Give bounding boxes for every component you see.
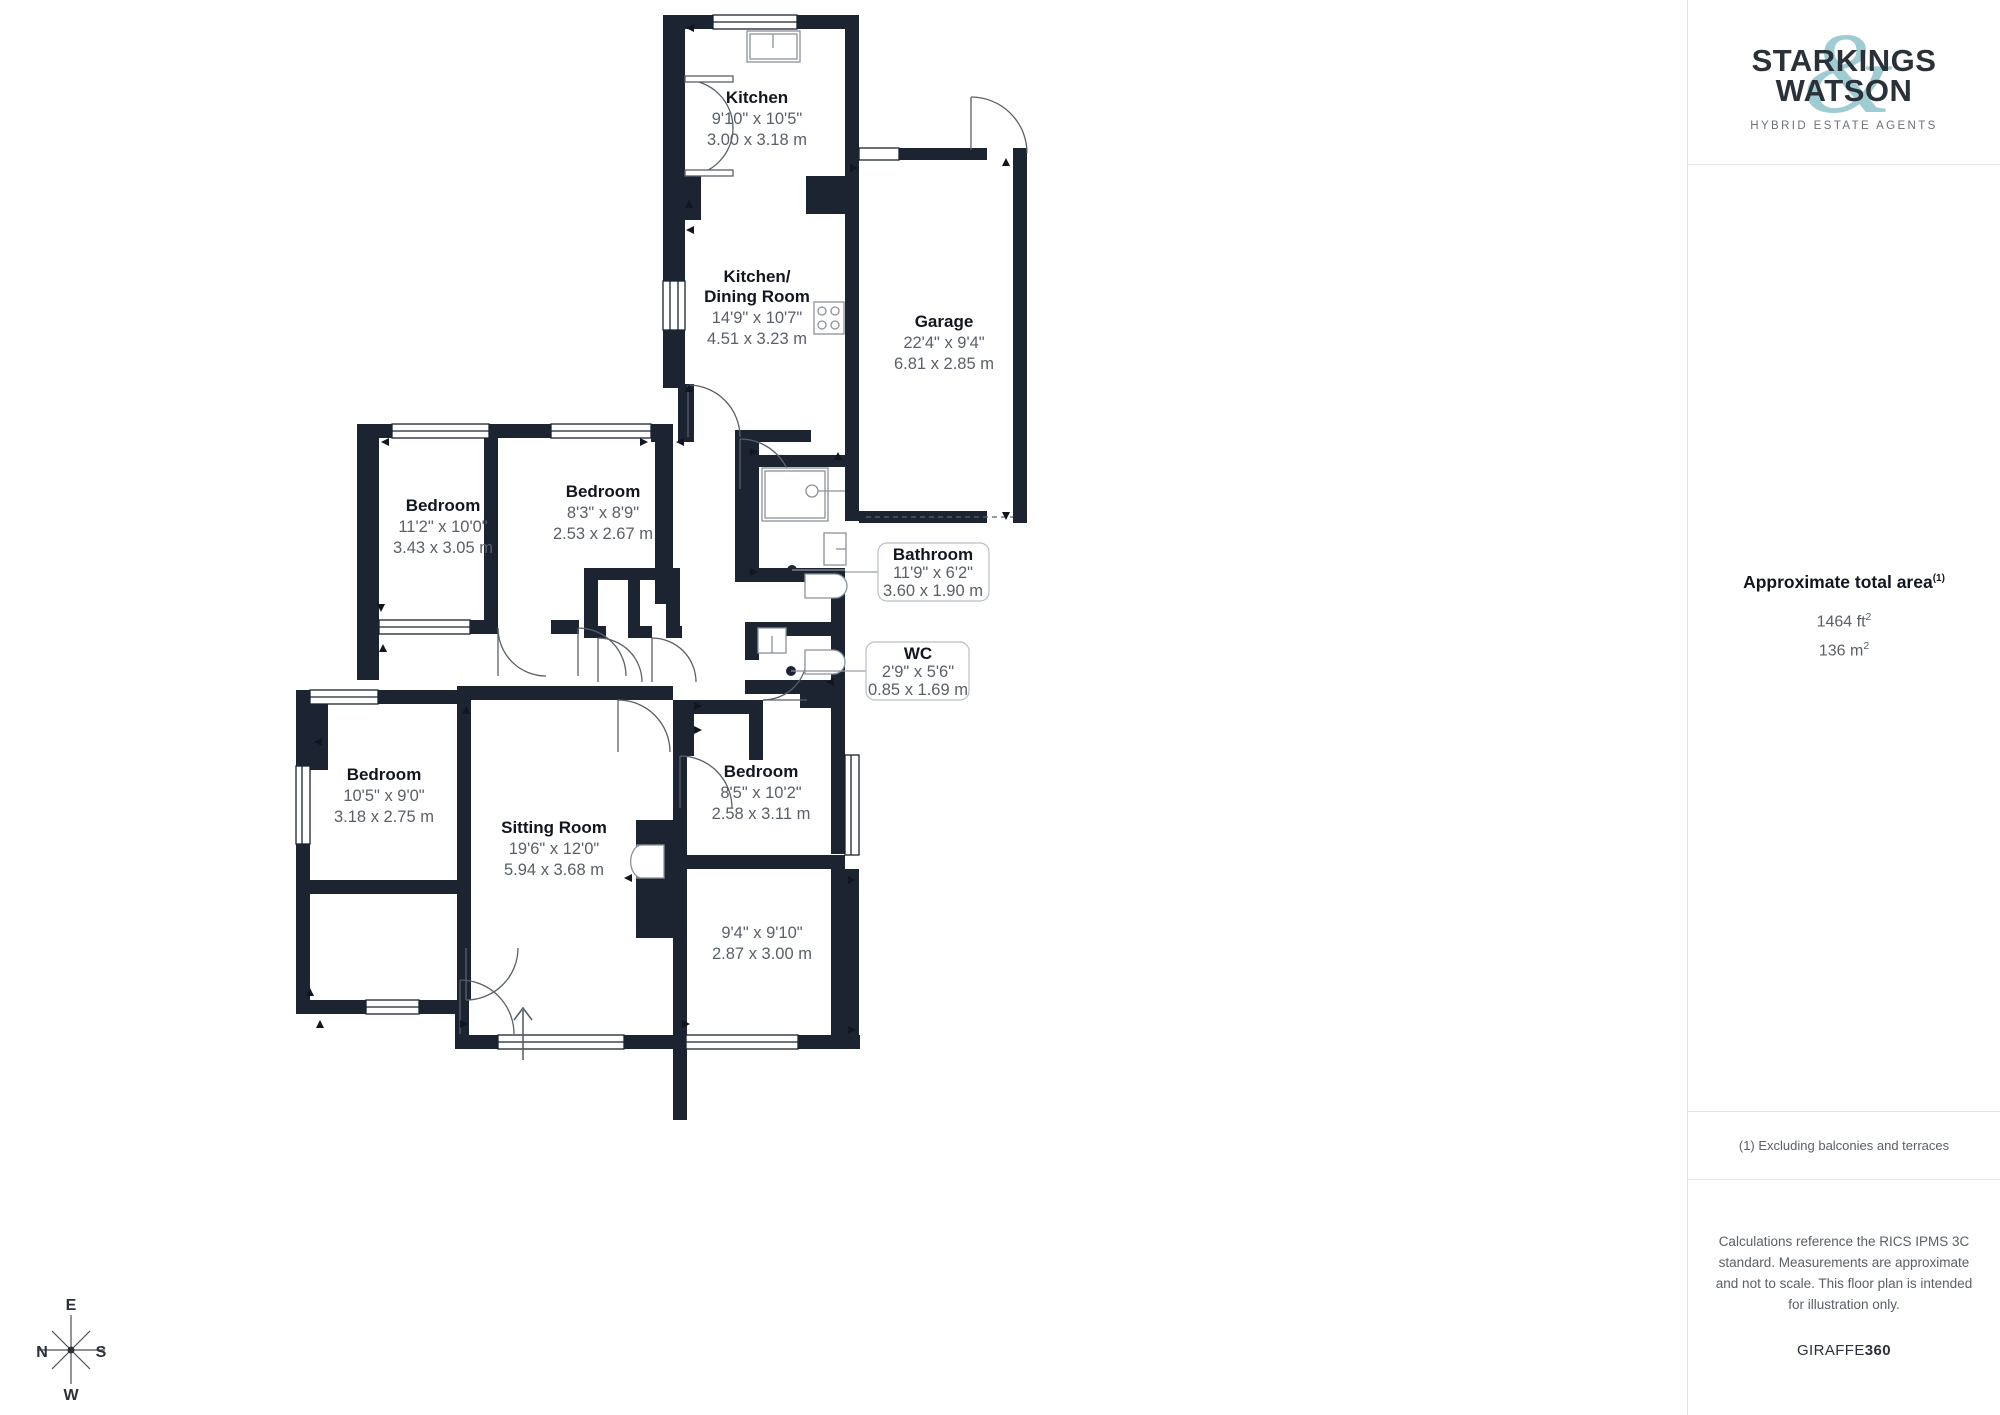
room-metric: 2.53 x 2.67 m bbox=[553, 525, 653, 543]
info-sidebar: & STARKINGS WATSON HYBRID ESTATE AGENTS … bbox=[1687, 0, 2000, 1415]
area-sqm: 136 m2 bbox=[1819, 640, 1869, 660]
room-labels: Kitchen 9'10" x 10'5" 3.00 x 3.18 m Kitc… bbox=[334, 88, 994, 963]
room-metric: 3.00 x 3.18 m bbox=[707, 131, 807, 149]
provider-prefix: GIRAFFE bbox=[1796, 1341, 1865, 1359]
room-metric: 3.18 x 2.75 m bbox=[334, 808, 434, 826]
dimension-ticks bbox=[306, 24, 1010, 1034]
room-imperial: 10'5" x 9'0" bbox=[343, 787, 424, 805]
room-name-line2: Dining Room bbox=[704, 287, 810, 306]
area-sqft: 1464 ft2 bbox=[1817, 611, 1872, 631]
room-metric: 2.87 x 3.00 m bbox=[712, 945, 812, 963]
area-title-note: (1) bbox=[1932, 573, 1945, 585]
room-label-bedroom-3: Bedroom 10'5" x 9'0" 3.18 x 2.75 m bbox=[334, 765, 434, 826]
room-label-garage: Garage 22'4" x 9'4" 6.81 x 2.85 m bbox=[894, 312, 994, 373]
room-metric: 5.94 x 3.68 m bbox=[504, 861, 604, 879]
room-metric: 6.81 x 2.85 m bbox=[894, 355, 994, 373]
callout-name: Bathroom bbox=[893, 545, 973, 564]
total-area-block: Approximate total area(1) 1464 ft2 136 m… bbox=[1688, 165, 2000, 1112]
room-imperial: 8'3" x 8'9" bbox=[567, 504, 639, 522]
footnote-block: (1) Excluding balconies and terraces bbox=[1688, 1112, 2000, 1180]
area-sqm-sup: 2 bbox=[1863, 639, 1870, 652]
compass-right: S bbox=[96, 1344, 107, 1361]
room-name: Bedroom bbox=[406, 496, 481, 515]
windows bbox=[295, 14, 900, 1050]
room-metric: 3.43 x 3.05 m bbox=[393, 539, 493, 557]
fixtures bbox=[630, 30, 1013, 879]
room-imperial: 8'5" x 10'2" bbox=[720, 784, 801, 802]
callout-box bbox=[877, 542, 990, 602]
compass-top: E bbox=[66, 1297, 77, 1314]
room-metric: 4.51 x 3.23 m bbox=[707, 330, 807, 348]
room-label-bedroom-2: Bedroom 8'3" x 8'9" 2.53 x 2.67 m bbox=[553, 482, 653, 543]
brand-tagline: HYBRID ESTATE AGENTS bbox=[1750, 120, 1938, 133]
floor-plan-drawing: Kitchen 9'10" x 10'5" 3.00 x 3.18 m Kitc… bbox=[36, 14, 1028, 1404]
brand-block: & STARKINGS WATSON HYBRID ESTATE AGENTS bbox=[1688, 0, 2000, 165]
room-label-kitchen-dining: Kitchen/ Dining Room 14'9" x 10'7" 4.51 … bbox=[704, 267, 810, 348]
room-name: Sitting Room bbox=[501, 818, 607, 837]
doors bbox=[459, 75, 1028, 1035]
legal-block: Calculations reference the RICS IPMS 3C … bbox=[1688, 1180, 2000, 1415]
room-label-bedroom-4: Bedroom 8'5" x 10'2" 2.58 x 3.11 m bbox=[712, 762, 811, 823]
room-name: Kitchen bbox=[726, 88, 788, 107]
room-imperial: 14'9" x 10'7" bbox=[712, 309, 803, 327]
room-imperial: 9'10" x 10'5" bbox=[712, 110, 803, 128]
area-title: Approximate total area(1) bbox=[1743, 572, 1945, 593]
compass-bottom: W bbox=[63, 1387, 79, 1404]
callout-bathroom: Bathroom 11'9" x 6'2" 3.60 x 1.90 m bbox=[845, 542, 990, 602]
room-imperial: 11'2" x 10'0" bbox=[398, 518, 487, 536]
room-metric: 2.58 x 3.11 m bbox=[712, 805, 811, 823]
room-label-unnamed-room: 9'4" x 9'10" 2.87 x 3.00 m bbox=[712, 924, 812, 963]
room-imperial: 9'4" x 9'10" bbox=[721, 924, 802, 942]
legal-text: Calculations reference the RICS IPMS 3C … bbox=[1715, 1234, 1973, 1312]
area-sqm-value: 136 m bbox=[1818, 641, 1864, 659]
callout-metric: 0.85 x 1.69 m bbox=[868, 681, 968, 699]
ampersand-icon: & bbox=[1802, 10, 1893, 138]
walls bbox=[296, 15, 1027, 1120]
compass-left: N bbox=[36, 1344, 48, 1361]
footnote-text: (1) Excluding balconies and terraces bbox=[1738, 1138, 1950, 1153]
callout-wc: WC 2'9" x 5'6" 0.85 x 1.69 m bbox=[840, 641, 970, 701]
room-name: Bedroom bbox=[347, 765, 422, 784]
callout-labels: Bathroom 11'9" x 6'2" 3.60 x 1.90 m WC 2… bbox=[840, 542, 990, 701]
callout-name: WC bbox=[904, 644, 932, 663]
entrance-arrow bbox=[513, 1006, 533, 1060]
room-imperial: 22'4" x 9'4" bbox=[903, 334, 984, 352]
room-name: Garage bbox=[915, 312, 974, 331]
room-name-line1: Kitchen/ bbox=[723, 267, 790, 286]
area-sqft-sup: 2 bbox=[1865, 611, 1872, 624]
room-label-kitchen: Kitchen 9'10" x 10'5" 3.00 x 3.18 m bbox=[707, 88, 807, 149]
room-name: Bedroom bbox=[566, 482, 641, 501]
callout-imperial: 11'9" x 6'2" bbox=[893, 564, 973, 582]
room-label-sitting-room: Sitting Room 19'6" x 12'0" 5.94 x 3.68 m bbox=[501, 818, 607, 879]
callout-metric: 3.60 x 1.90 m bbox=[883, 582, 983, 600]
brand-line-2: WATSON bbox=[1775, 73, 1913, 108]
room-imperial: 19'6" x 12'0" bbox=[509, 840, 600, 858]
provider-suffix: 360 bbox=[1864, 1341, 1892, 1359]
brand-line-1: STARKINGS bbox=[1751, 42, 1937, 78]
callout-box bbox=[865, 641, 970, 701]
room-name: Bedroom bbox=[724, 762, 799, 781]
agency-logo: & STARKINGS WATSON HYBRID ESTATE AGENTS bbox=[1729, 16, 1959, 142]
area-title-text: Approximate total area bbox=[1743, 572, 1933, 593]
area-sqft-value: 1464 ft bbox=[1816, 613, 1866, 631]
room-label-bedroom-1: Bedroom 11'2" x 10'0" 3.43 x 3.05 m bbox=[393, 496, 493, 557]
provider-logo: GIRAFFE360 bbox=[1797, 1342, 1891, 1359]
floor-plan-canvas: Kitchen 9'10" x 10'5" 3.00 x 3.18 m Kitc… bbox=[36, 14, 1028, 1404]
compass-rose: E N S W bbox=[36, 1297, 106, 1404]
callout-imperial: 2'9" x 5'6" bbox=[882, 663, 954, 681]
